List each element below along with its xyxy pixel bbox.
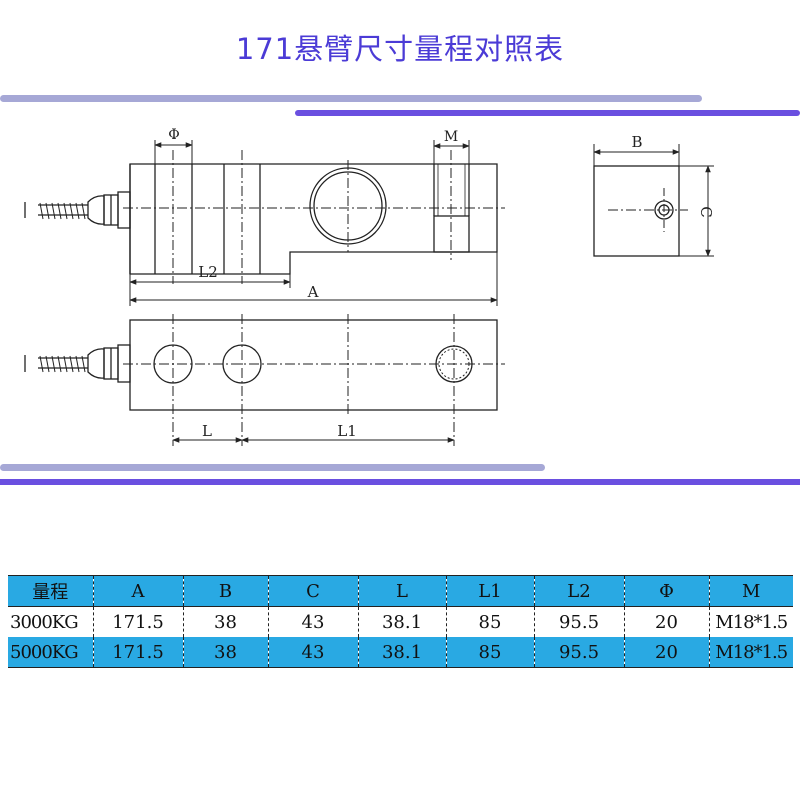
cable-top [24, 344, 131, 383]
side-view [593, 165, 688, 257]
header-c: C [267, 575, 358, 607]
cell-l: 38.1 [357, 637, 446, 668]
cell-l2: 95.5 [533, 637, 624, 668]
header-a: A [92, 575, 183, 607]
cell-phi: 20 [623, 606, 709, 637]
dimension-c [679, 165, 714, 257]
page-title: 171悬臂尺寸量程对照表 [235, 32, 565, 66]
spec-table: 量程 A B C L L1 L2 Φ M 3000KG 171.5 38 43 … [8, 575, 793, 668]
cell-b: 38 [182, 606, 268, 637]
cell-a: 171.5 [92, 606, 183, 637]
header-l2: L2 [533, 575, 624, 607]
cell-a: 171.5 [92, 637, 183, 668]
cell-m: M18*1.5 [708, 606, 793, 637]
dimension-m [433, 140, 470, 164]
label-l: L [202, 422, 212, 440]
cell-c: 43 [267, 606, 358, 637]
header-l1: L1 [445, 575, 534, 607]
front-body-outline [129, 163, 498, 275]
table-header-row: 量程 A B C L L1 L2 Φ M [8, 575, 793, 607]
dimension-l2 [129, 274, 291, 288]
cell-m: M18*1.5 [708, 637, 793, 668]
header-l: L [357, 575, 446, 607]
cell-range: 5000KG [10, 641, 79, 663]
header-range: 量程 [32, 582, 69, 603]
cell-l1: 85 [445, 606, 534, 637]
cell-c: 43 [267, 637, 358, 668]
divider-bar-middle [0, 464, 545, 471]
header-m: M [708, 575, 793, 607]
header-phi: Φ [623, 575, 709, 607]
cell-b: 38 [182, 637, 268, 668]
table-row: 5000KG 171.5 38 43 38.1 85 95.5 20 M18*1… [8, 637, 793, 668]
cell-l2: 95.5 [533, 606, 624, 637]
header-b: B [182, 575, 268, 607]
cell-phi: 20 [623, 637, 709, 668]
label-l2: L2 [198, 263, 218, 281]
label-c: C [697, 206, 715, 217]
side-body-outline [593, 165, 680, 257]
dimension-phi [154, 140, 193, 164]
label-m: M [444, 129, 458, 145]
front-view [24, 150, 505, 284]
accent-bar-middle [0, 479, 800, 485]
label-b: B [631, 133, 642, 151]
accent-bar-top [295, 110, 800, 116]
dimension-a [129, 252, 498, 306]
label-l1: L1 [337, 422, 357, 440]
label-a: A [307, 283, 319, 301]
table-row: 3000KG 171.5 38 43 38.1 85 95.5 20 M18*1… [8, 606, 793, 637]
cable-front [24, 191, 131, 229]
top-body-outline [129, 319, 498, 411]
divider-bar-top [0, 95, 702, 102]
top-view [24, 314, 505, 446]
dimension-b [593, 144, 680, 166]
label-phi: Φ [168, 127, 179, 143]
cell-l: 38.1 [357, 606, 446, 637]
cell-range: 3000KG [10, 611, 79, 633]
cell-l1: 85 [445, 637, 534, 668]
